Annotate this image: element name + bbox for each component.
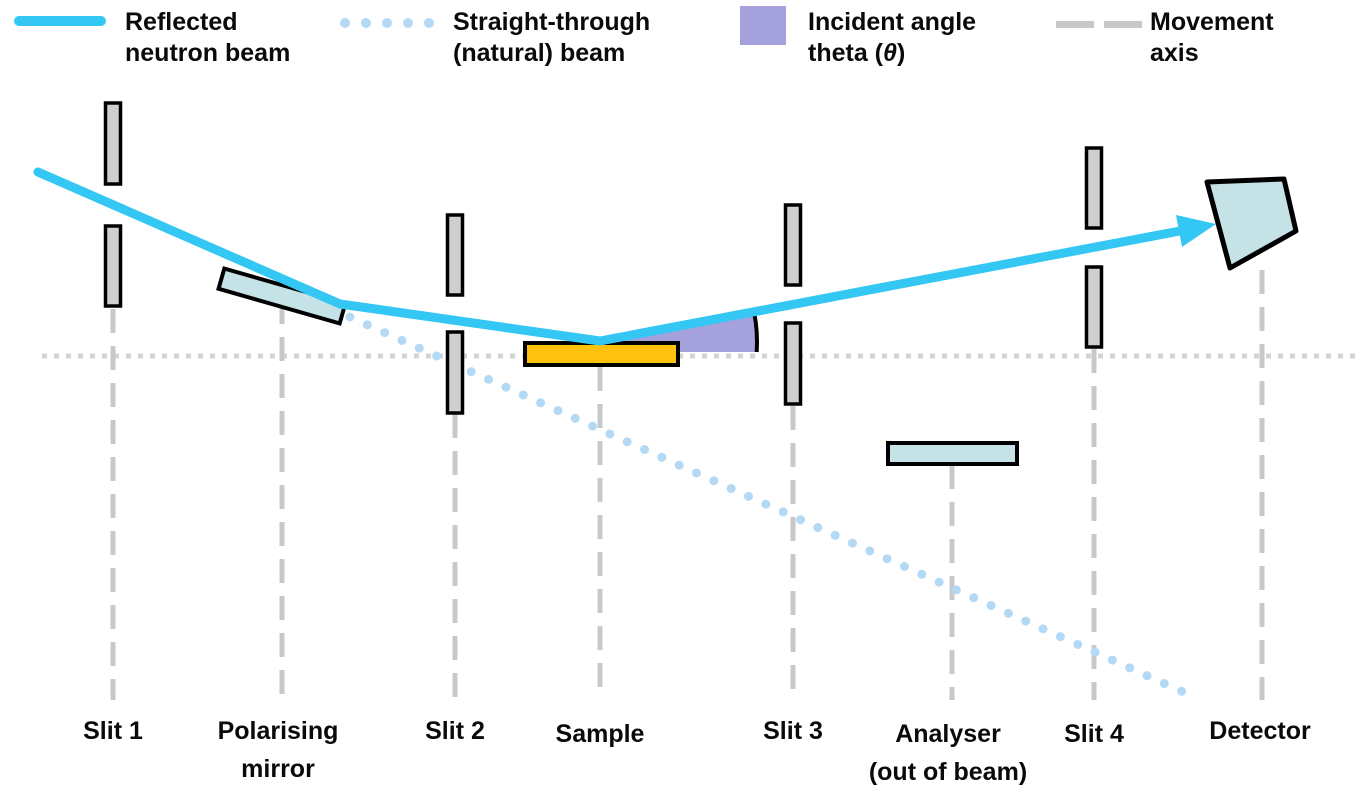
slit-1-upper-blade	[103, 101, 123, 186]
movement-axis-swatch-dash	[1056, 21, 1094, 28]
reflected-beam-swatch	[14, 16, 106, 26]
slit-2	[445, 213, 465, 415]
label-slit-1: Slit 1	[83, 717, 143, 745]
slit-2-upper-blade	[445, 213, 465, 297]
legend-label: Straight-through	[453, 8, 651, 36]
straight-through-beam	[345, 312, 1195, 700]
slit-4-lower-blade	[1084, 265, 1104, 349]
slit-1	[103, 101, 123, 308]
legend-label: theta (θ)	[808, 39, 906, 67]
movement-axes	[110, 270, 1265, 700]
analyser-shape	[886, 441, 1019, 466]
detector-shape	[1204, 176, 1299, 271]
beam-arrowhead	[1176, 215, 1216, 247]
sample-shape	[523, 341, 680, 367]
slit-3	[783, 203, 803, 406]
dot	[361, 18, 371, 28]
incident-angle-swatch	[740, 6, 786, 45]
label-slit-3: Slit 3	[763, 717, 823, 745]
label-detector: Detector	[1209, 717, 1311, 745]
legend-label: (natural) beam	[453, 39, 626, 67]
slit-3-lower-blade	[783, 321, 803, 406]
theta-symbol: θ	[883, 39, 897, 67]
dot	[424, 18, 434, 28]
label-slit-4: Slit 4	[1064, 720, 1124, 748]
label-slit-2: Slit 2	[425, 717, 485, 745]
reflected-neutron-beam	[33, 167, 1185, 346]
straight-beam-swatch	[340, 18, 434, 28]
label-analyser: Analyser(out of beam)	[868, 720, 1028, 786]
movement-axis-swatch-dash	[1104, 21, 1142, 28]
polarising-mirror	[216, 266, 348, 326]
legend-label: Reflected	[125, 8, 238, 36]
slit-1-lower-blade	[103, 224, 123, 308]
dot	[382, 18, 392, 28]
slit-3-upper-blade	[783, 203, 803, 287]
slit-2-lower-blade	[445, 330, 465, 415]
legend-label: axis	[1150, 39, 1199, 67]
dot	[340, 18, 350, 28]
label-sample: Sample	[555, 720, 645, 748]
slit-4-upper-blade	[1084, 146, 1104, 230]
legend-label: neutron beam	[125, 39, 291, 67]
polarising-mirror-shape	[216, 266, 348, 326]
legend-label: Movement	[1150, 8, 1274, 36]
slit-4	[1084, 146, 1104, 349]
legend-label: Incident angle	[808, 8, 977, 36]
dot	[403, 18, 413, 28]
